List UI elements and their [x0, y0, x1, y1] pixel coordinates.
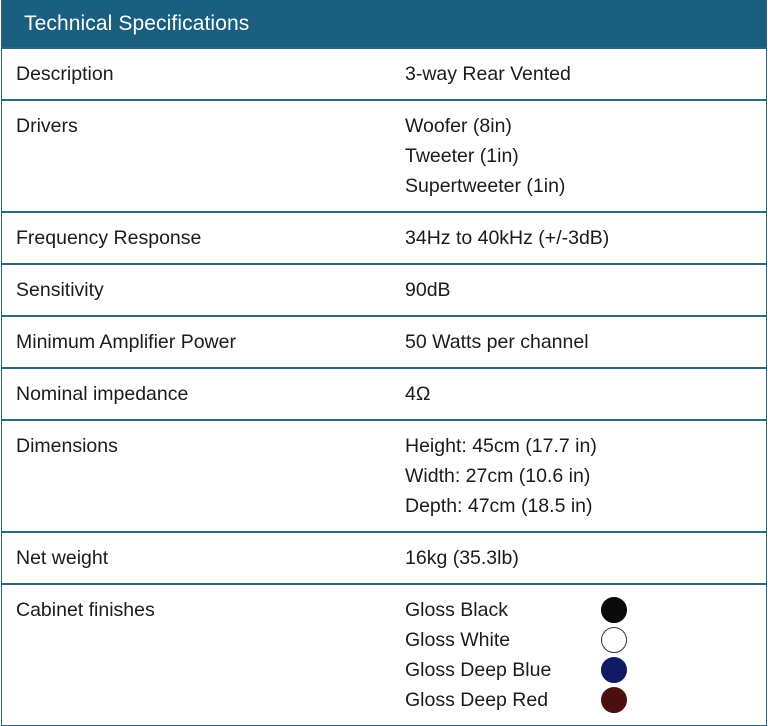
finish-option: Gloss Black: [405, 595, 766, 625]
finish-option: Gloss Deep Blue: [405, 655, 766, 685]
spec-label: Dimensions: [16, 435, 118, 457]
finish-name: Gloss Black: [405, 599, 508, 621]
finish-name: Gloss Deep Red: [405, 689, 549, 711]
spec-label: Sensitivity: [16, 279, 104, 301]
finish-option: Gloss Deep Red: [405, 685, 766, 715]
spec-value-line: 3-way Rear Vented: [405, 63, 571, 85]
spec-value: 3-way Rear Vented: [405, 59, 766, 89]
spec-value: 50 Watts per channel: [405, 327, 766, 357]
spec-label: Minimum Amplifier Power: [16, 331, 236, 353]
color-swatch-icon: [601, 627, 627, 653]
spec-label: Frequency Response: [16, 227, 202, 249]
table-row: Net weight 16kg (35.3lb): [2, 531, 766, 583]
table-row: Sensitivity 90dB: [2, 263, 766, 315]
color-swatch-icon: [601, 657, 627, 683]
spec-value-line: 50 Watts per channel: [405, 331, 589, 353]
spec-label: Net weight: [16, 547, 109, 569]
color-swatch-icon: [601, 597, 627, 623]
spec-value-line: Depth: 47cm (18.5 in): [405, 495, 593, 517]
table-row: Drivers Woofer (8in) Tweeter (1in) Super…: [2, 99, 766, 211]
spec-value-line: Width: 27cm (10.6 in): [405, 465, 591, 487]
spec-label: Nominal impedance: [16, 383, 189, 405]
spec-value-line: 34Hz to 40kHz (+/-3dB): [405, 227, 610, 249]
spec-value-line: 4Ω: [405, 383, 431, 405]
spec-value: Woofer (8in) Tweeter (1in) Supertweeter …: [405, 111, 766, 201]
spec-label: Description: [16, 63, 114, 85]
spec-value: 34Hz to 40kHz (+/-3dB): [405, 223, 766, 253]
table-row-cabinet-finishes: Cabinet finishes Gloss Black Gloss White…: [2, 583, 766, 725]
table-header: Technical Specifications: [2, 0, 766, 47]
spec-value-line: Woofer (8in): [405, 115, 512, 137]
spec-label: Drivers: [16, 115, 78, 137]
table-row: Frequency Response 34Hz to 40kHz (+/-3dB…: [2, 211, 766, 263]
spec-value: 16kg (35.3lb): [405, 543, 766, 573]
spec-label: Cabinet finishes: [16, 599, 155, 621]
finish-name: Gloss White: [405, 629, 511, 651]
finish-name: Gloss Deep Blue: [405, 659, 552, 681]
spec-value-finishes: Gloss Black Gloss White Gloss Deep Blue …: [405, 595, 766, 715]
spec-value-line: Height: 45cm (17.7 in): [405, 435, 597, 457]
spec-value: Height: 45cm (17.7 in) Width: 27cm (10.6…: [405, 431, 766, 521]
spec-value-line: Tweeter (1in): [405, 145, 519, 167]
table-row: Minimum Amplifier Power 50 Watts per cha…: [2, 315, 766, 367]
spec-value-line: 16kg (35.3lb): [405, 547, 519, 569]
table-row: Dimensions Height: 45cm (17.7 in) Width:…: [2, 419, 766, 531]
table-row: Description 3-way Rear Vented: [2, 47, 766, 99]
page-title: Technical Specifications: [24, 12, 250, 35]
spec-value-line: 90dB: [405, 279, 451, 301]
finish-option: Gloss White: [405, 625, 766, 655]
spec-value-line: Supertweeter (1in): [405, 175, 566, 197]
color-swatch-icon: [601, 687, 627, 713]
table-row: Nominal impedance 4Ω: [2, 367, 766, 419]
spec-value: 4Ω: [405, 379, 766, 409]
spec-value: 90dB: [405, 275, 766, 305]
